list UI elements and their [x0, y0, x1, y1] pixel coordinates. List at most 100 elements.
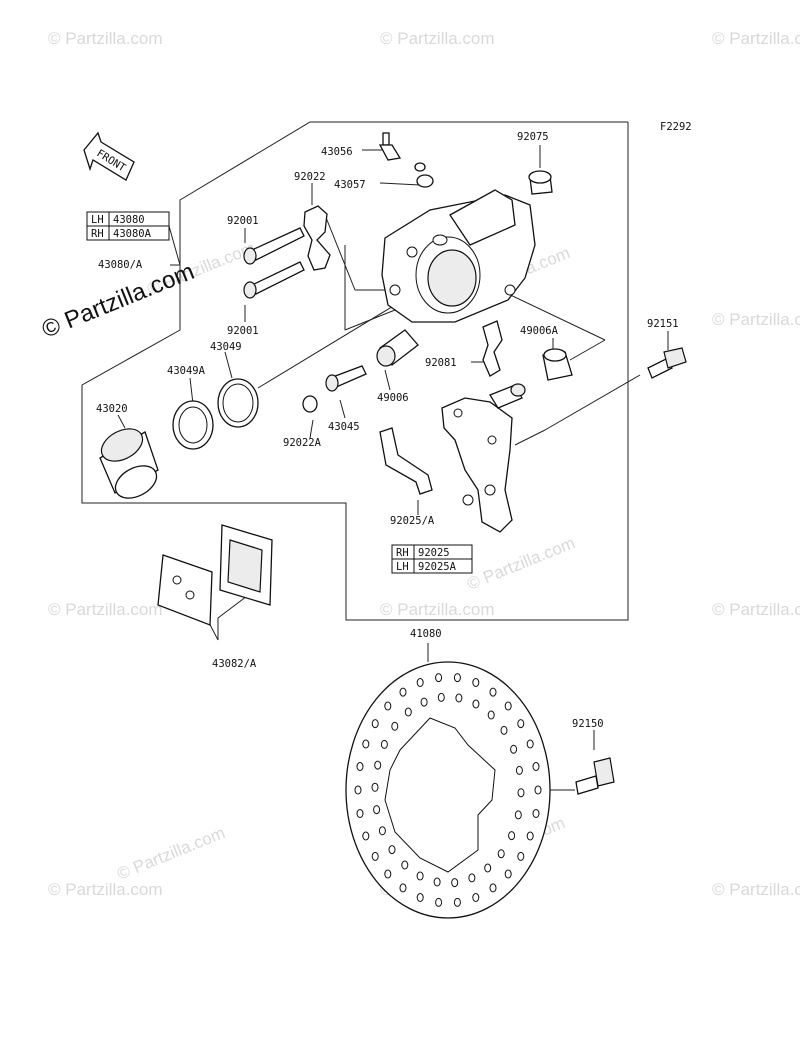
disc-hole [399, 883, 407, 893]
part-label: 92150 [572, 718, 604, 730]
brake-pad-front [219, 524, 273, 606]
part-label: 92081 [425, 357, 457, 369]
disc-hole [504, 701, 512, 711]
part-label: 92022 [294, 171, 326, 183]
bracket-side-table: RH 92025 LH 92025A [391, 544, 473, 574]
front-arrow-icon: FRONT [83, 131, 135, 181]
part-label: 92022A [283, 437, 322, 449]
disc-hole [484, 863, 492, 873]
table-side: RH [91, 228, 104, 240]
table-side: RH [396, 547, 409, 559]
disc-hole [435, 897, 443, 907]
washer [302, 395, 318, 413]
watermark: © Partzilla.com [380, 600, 495, 619]
part-label: 43020 [96, 403, 128, 415]
disc-hole [517, 719, 525, 729]
disc-hole [420, 697, 428, 707]
part-label: 43056 [321, 146, 353, 158]
disc-hole [532, 809, 540, 818]
disc-hole [526, 831, 534, 841]
dust-seal-inner [178, 406, 208, 444]
watermark: © Partzilla.com [48, 29, 163, 48]
disc-hole [435, 673, 443, 683]
disc-hole [399, 687, 407, 697]
disc-hole [354, 785, 362, 795]
disc-hole [416, 893, 424, 902]
disc-hole [526, 739, 534, 749]
disc-hole [384, 701, 392, 711]
disc-hole [388, 845, 396, 855]
disc-vent-holes [354, 673, 542, 907]
disc-hole [371, 782, 379, 792]
disc-hole [374, 760, 382, 770]
part-labels: 43056 43057 92075 92022 92001 43080/A 92… [96, 131, 679, 730]
disc-hole [489, 687, 497, 697]
pad-shim-plate [379, 427, 433, 495]
disc-hole [371, 851, 379, 861]
table-part: 43080A [113, 228, 152, 240]
pin-43045 [325, 365, 367, 392]
disc-hole [453, 673, 461, 683]
disc-hole [437, 692, 445, 702]
table-part: 92025 [418, 547, 450, 559]
boot-49006 [376, 329, 419, 367]
disc-hole [451, 878, 459, 888]
part-label: 92025/A [390, 515, 435, 527]
disc-hole [515, 765, 523, 775]
disc-hole [380, 739, 388, 749]
watermark: © Partzilla.com [48, 600, 163, 619]
part-label: 43045 [328, 421, 360, 433]
bolt-92150 [575, 757, 615, 795]
brake-disc [345, 661, 551, 919]
disc-hole [433, 877, 441, 887]
part-label: 43049A [167, 365, 206, 377]
watermark-diagonal: © Partzilla.com [464, 533, 577, 594]
part-label: 92075 [517, 131, 549, 143]
disc-hole [472, 678, 480, 687]
disc-hole [362, 739, 370, 749]
disc-hole [532, 762, 540, 771]
caliper-bracket [441, 383, 526, 533]
disc-hole [356, 809, 364, 818]
disc-hole [500, 725, 508, 735]
pad-spring [482, 320, 503, 377]
disc-hole [391, 721, 399, 731]
watermark: © Partzilla.com [48, 880, 163, 899]
slide-pin-bolt-upper [243, 227, 305, 265]
disc-hole [416, 678, 424, 687]
disc-hole [497, 849, 505, 859]
caliper-body [381, 189, 536, 323]
disc-hole [378, 826, 386, 836]
part-label: 43057 [334, 179, 366, 191]
part-label: 92151 [647, 318, 679, 330]
bleeder-cap [414, 162, 434, 188]
disc-hole [401, 860, 409, 870]
disc-hole [534, 785, 542, 795]
bolt-92151 [647, 347, 687, 379]
brake-pad-rear [157, 554, 213, 626]
disc-hole [510, 744, 518, 754]
piston [99, 428, 159, 499]
caliper-side-table: LH 43080 RH 43080A [86, 211, 170, 241]
watermark: © Partzilla.com [380, 29, 495, 48]
disc-hole [472, 893, 480, 902]
disc-hole [455, 693, 463, 703]
disc-hole [416, 871, 424, 881]
part-label: 49006 [377, 392, 409, 404]
disc-hole [508, 831, 516, 841]
disc-hole [489, 883, 497, 893]
watermark-diagonal: © Partzilla.com [114, 823, 227, 884]
disc-hole [404, 707, 412, 717]
boot-49006a [542, 348, 573, 381]
disc-hole [487, 710, 495, 720]
watermark: © Partzilla.com [712, 310, 800, 329]
bleeder-valve [378, 132, 402, 161]
part-label: 92001 [227, 325, 259, 337]
diagram-code: F2292 [660, 121, 692, 133]
slide-pin-bolt-lower [243, 261, 305, 299]
disc-hole [453, 897, 461, 907]
disc-hole [373, 805, 381, 815]
watermark: © Partzilla.com [712, 880, 800, 899]
watermark: © Partzilla.com [712, 29, 800, 48]
